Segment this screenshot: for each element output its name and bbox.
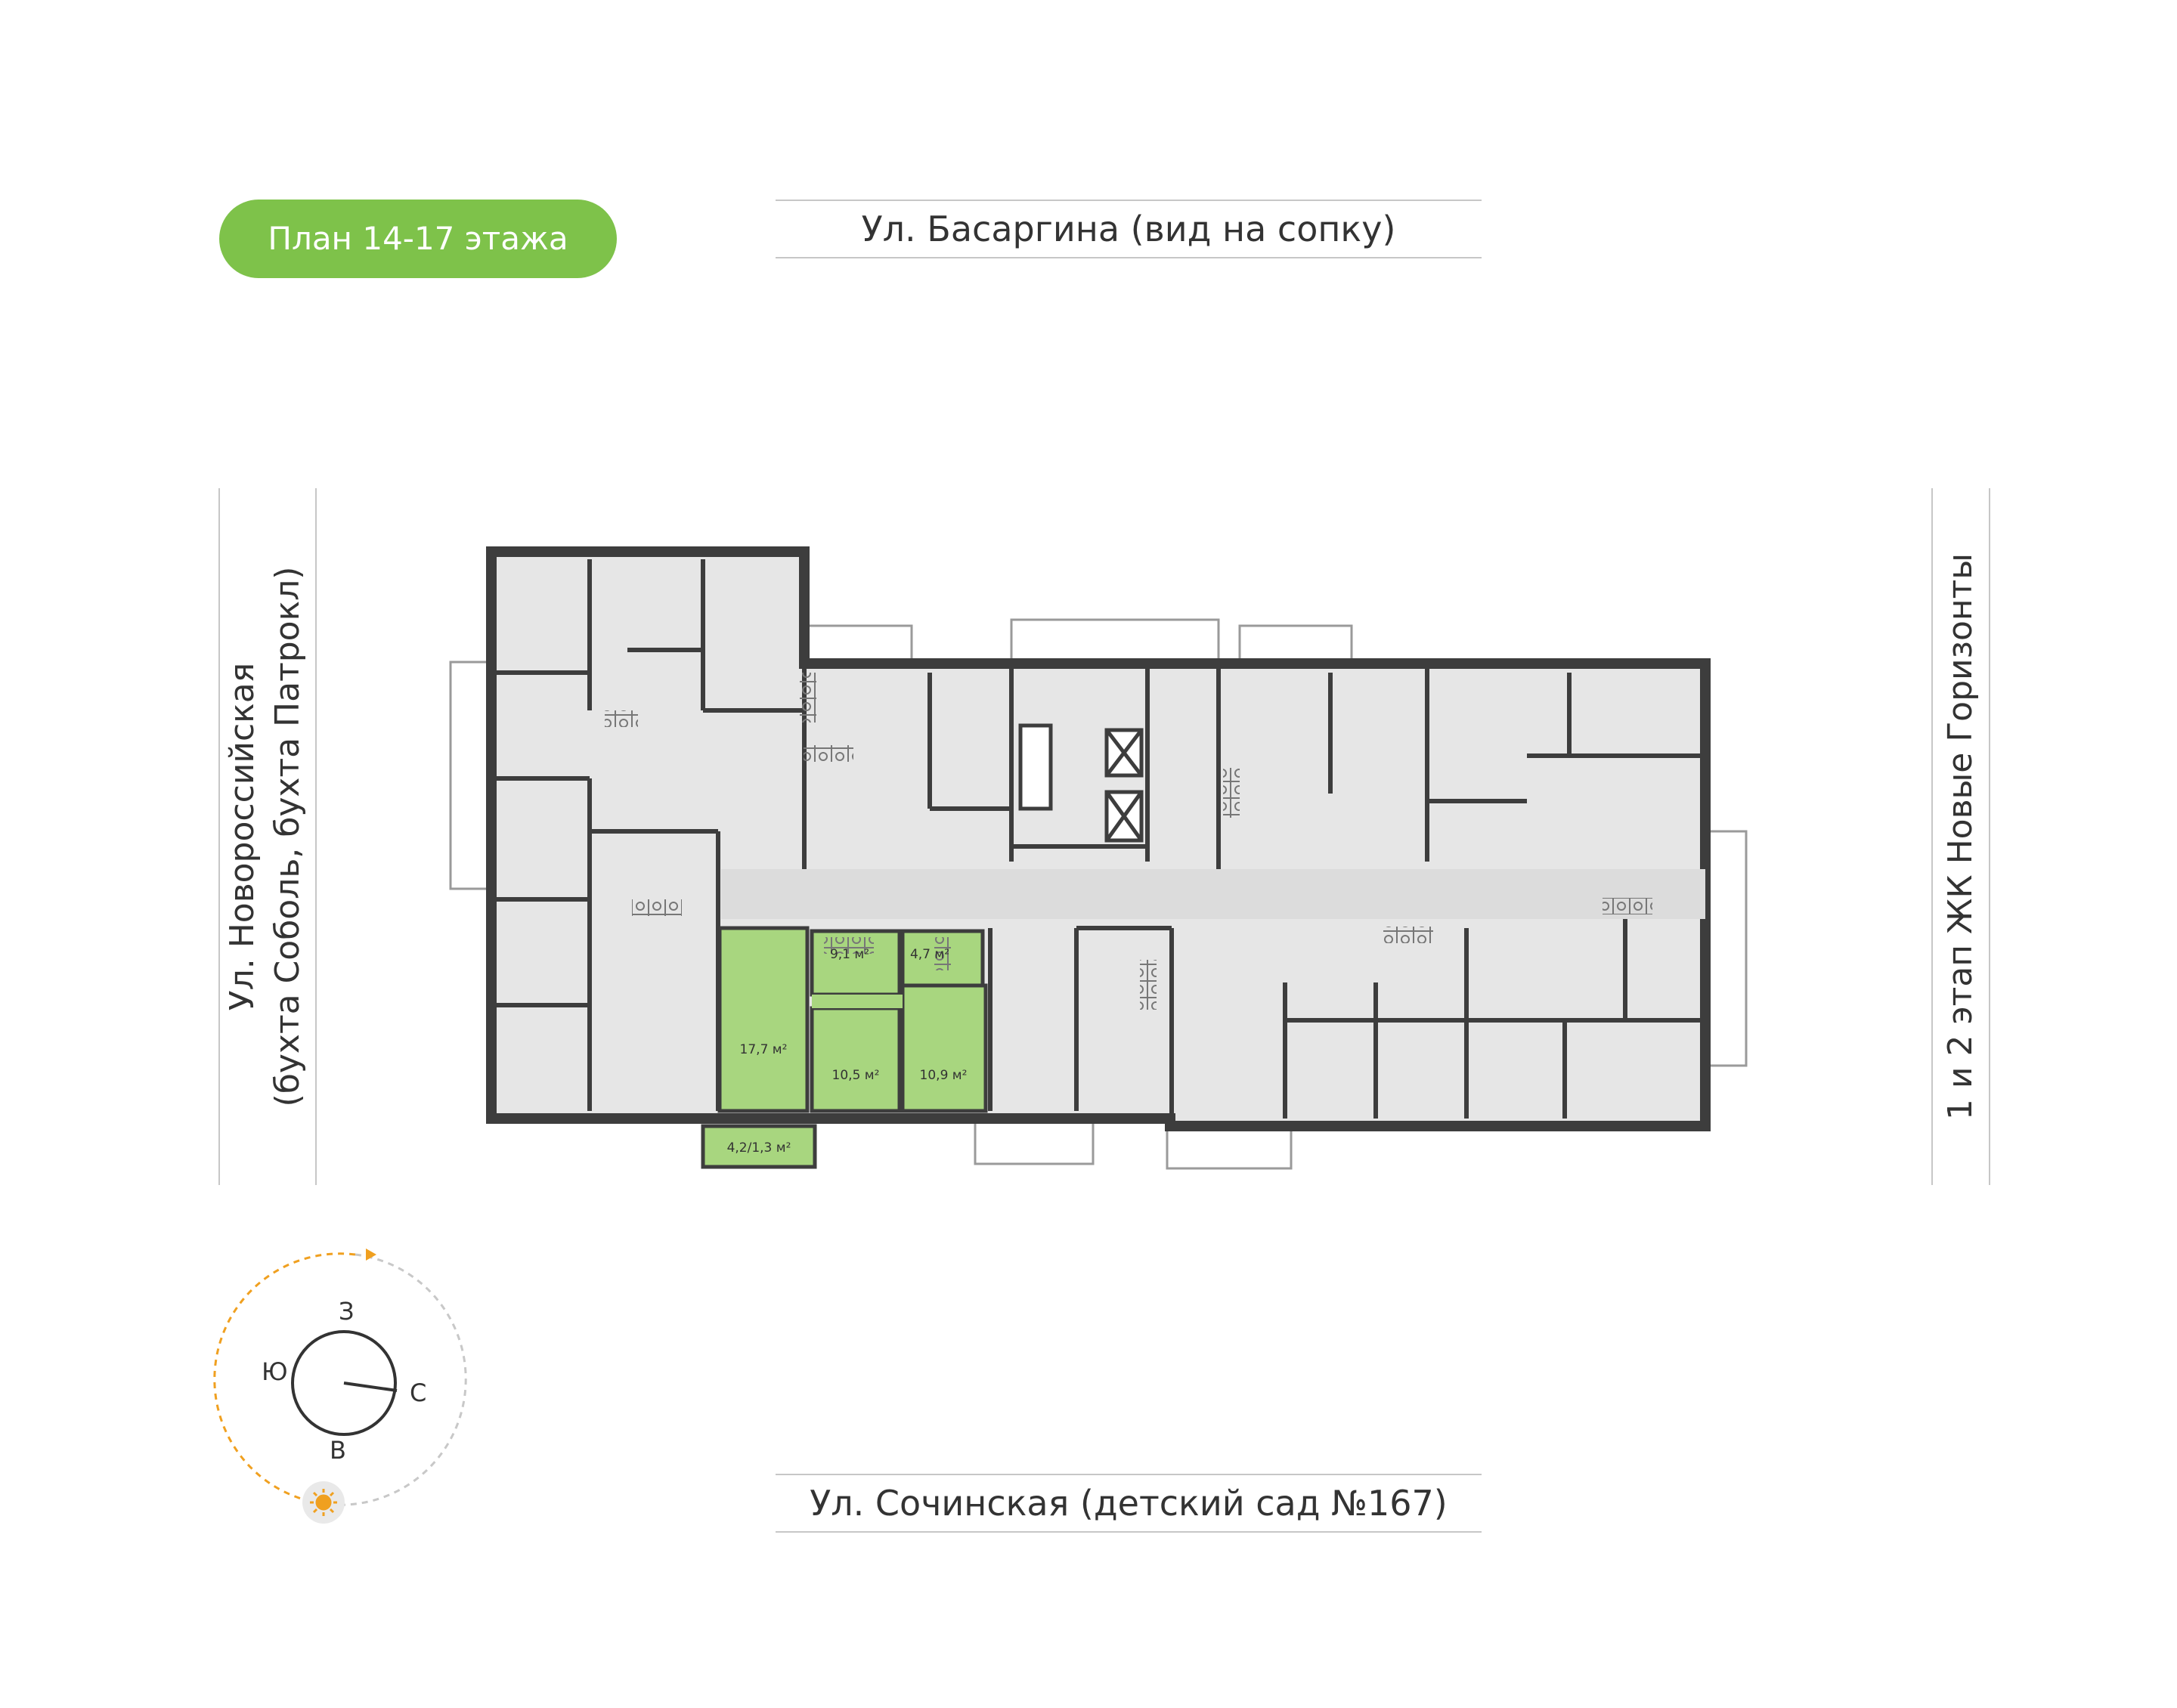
area-room-1: 10,5 м² — [832, 1068, 880, 1083]
corridor — [721, 869, 1705, 919]
floor-badge: План 14-17 этажа — [219, 200, 617, 278]
room-labels: 17,7 м² 10,5 м² 10,9 м² 9,1 м² 4,7 м² 4,… — [727, 947, 968, 1156]
compass-south: Ю — [262, 1357, 288, 1386]
area-living: 17,7 м² — [740, 1042, 788, 1057]
fixtures — [605, 673, 1652, 1010]
area-bath: 4,7 м² — [910, 947, 949, 962]
compass-west: З — [339, 1297, 355, 1326]
interior-walls — [491, 559, 1705, 1119]
sun-path-arc — [213, 1252, 356, 1505]
compass: З Ю С В — [213, 1249, 467, 1524]
stair-core — [1018, 723, 1144, 843]
compass-north: С — [410, 1378, 426, 1407]
apartment-highlight — [701, 926, 988, 1169]
street-bottom: Ул. Сочинская (детский сад №167) — [776, 1474, 1482, 1533]
compass-east: В — [330, 1436, 346, 1465]
area-hall: 9,1 м² — [830, 947, 869, 962]
area-balcony: 4,2/1,3 м² — [727, 1140, 791, 1156]
sun-path-arrow — [366, 1249, 376, 1261]
area-room-2: 10,9 м² — [920, 1068, 968, 1083]
sun-path-night — [324, 1253, 467, 1506]
compass-dial — [291, 1330, 397, 1436]
sun-icon — [310, 1489, 337, 1516]
compass-needle — [343, 1382, 398, 1392]
street-top: Ул. Басаргина (вид на сопку) — [776, 200, 1482, 258]
